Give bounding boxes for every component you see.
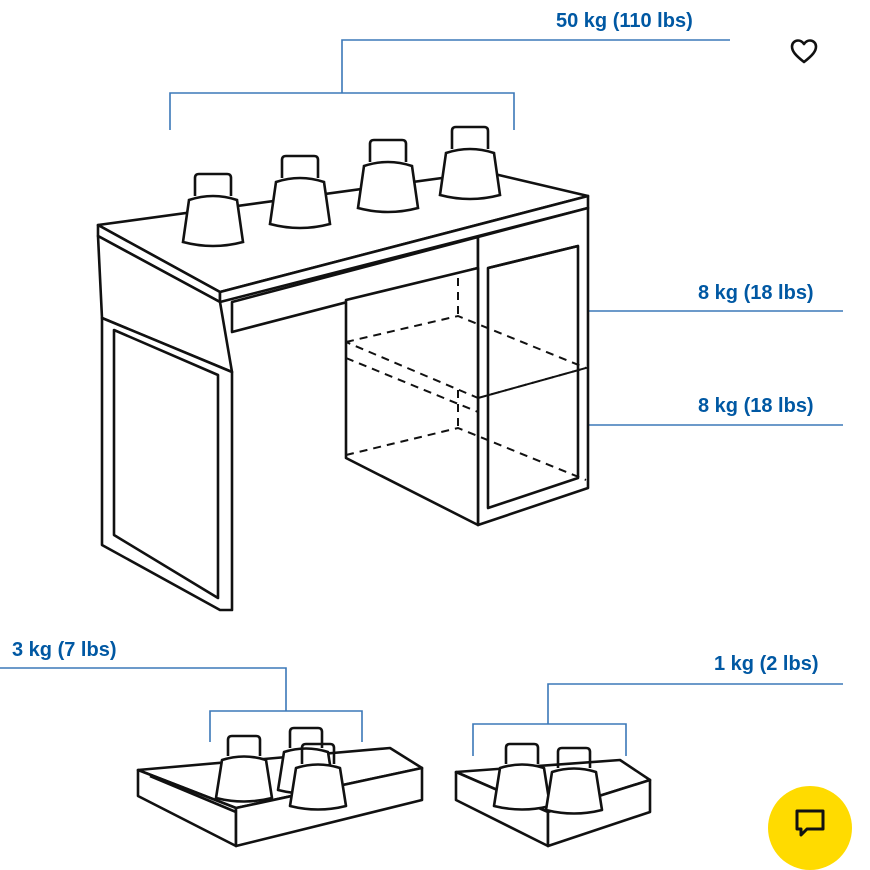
chat-button[interactable] (768, 786, 852, 870)
desk-weights (181, 125, 502, 248)
desk (96, 170, 590, 612)
label-small-drawer-load: 1 kg (2 lbs) (714, 653, 819, 675)
heart-icon (790, 39, 818, 64)
label-upper-shelf-load: 8 kg (18 lbs) (698, 282, 814, 304)
large-drawer (136, 726, 424, 848)
chat-bubble-icon (795, 809, 825, 837)
label-large-drawer-load: 3 kg (7 lbs) (12, 639, 117, 661)
desk-shelves (345, 278, 590, 481)
label-desktop-load: 50 kg (110 lbs) (556, 10, 693, 32)
favorite-button[interactable] (789, 37, 819, 65)
small-drawer (454, 742, 652, 848)
label-lower-shelf-load: 8 kg (18 lbs) (698, 395, 814, 417)
